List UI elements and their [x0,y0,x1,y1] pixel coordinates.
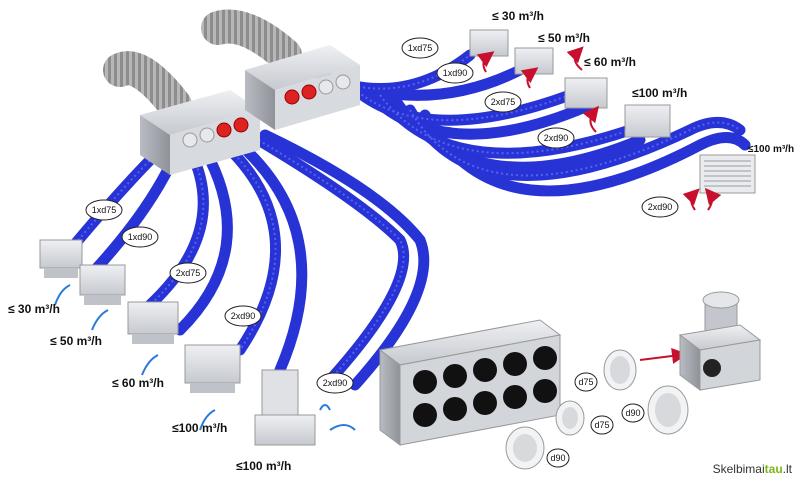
watermark-suffix: .lt [782,462,792,476]
watermark-prefix: Skelbimai [712,462,765,476]
plenum-box-spigot [678,291,762,391]
svg-text:d75: d75 [578,377,593,387]
outlet-plenum-30-left [39,239,83,278]
svg-text:1xd90: 1xd90 [128,232,153,242]
flex-duct-top [201,9,302,72]
badge-2xd90-right: 2xd90 [641,196,679,218]
outlet-plenum-60-left [127,301,179,344]
hose-bundle-top-highlight [319,54,741,177]
outlet-plenum-100-left [184,344,241,393]
badge-d75-a: d75 [574,372,598,392]
badge-2xd90-left: 2xd90 [224,305,262,327]
hose-bundle-left [64,129,430,391]
flow-label-100-top: ≤100 m³/h [632,86,687,100]
flow-label-60-left: ≤ 60 m³/h [112,376,164,390]
flow-label-30-left: ≤ 30 m³/h [8,302,60,316]
wall-grille-right [699,154,756,194]
badge-d75-b: d75 [590,415,614,435]
flow-label-100-right: ≤100 m³/h [748,144,794,155]
svg-text:d90: d90 [550,453,565,463]
svg-text:1xd90: 1xd90 [443,68,468,78]
manifold-box [378,319,562,446]
svg-text:1xd75: 1xd75 [92,205,117,215]
watermark: Skelbimaitau.lt [713,462,792,476]
svg-text:2xd90: 2xd90 [323,378,348,388]
svg-text:2xd90: 2xd90 [648,202,673,212]
svg-text:1xd75: 1xd75 [408,43,433,53]
manifold-ports [413,346,557,427]
badge-1xd75-left: 1xd75 [85,199,123,221]
outlet-plenum-100-top [624,104,671,138]
collar-d90-b [505,426,545,470]
flow-label-100-bottom: ≤100 m³/h [236,459,291,473]
badge-2xd90-bottom: 2xd90 [316,372,354,394]
flow-label-60-top: ≤ 60 m³/h [584,55,636,69]
distribution-box-left [140,90,260,175]
badge-d90-a: d90 [621,403,645,423]
outlet-plenum-30-top [469,29,509,57]
badge-2xd75-left: 2xd75 [169,262,207,284]
svg-text:2xd75: 2xd75 [176,268,201,278]
svg-text:2xd90: 2xd90 [544,133,569,143]
outlet-plenum-50-top [514,47,554,75]
outlet-plenum-50-left [79,264,126,305]
flow-label-50-left: ≤ 50 m³/h [50,334,102,348]
supply-arrows [54,284,356,431]
outlet-plenum-100-bottom [254,369,316,446]
collar-d90-a [647,385,689,435]
watermark-highlight: tau [764,462,783,476]
part-badges: d75 d75 d90 d90 [546,372,645,468]
badge-d90-b: d90 [546,448,570,468]
flow-label-100-left: ≤100 m³/h [172,421,227,435]
badge-1xd90-top: 1xd90 [436,62,474,84]
badge-1xd90-left: 1xd90 [121,226,159,248]
badge-2xd90-top: 2xd90 [537,127,575,149]
svg-text:2xd90: 2xd90 [231,311,256,321]
svg-text:d90: d90 [625,408,640,418]
svg-text:2xd75: 2xd75 [491,97,516,107]
hose-badges: 1xd75 1xd90 2xd75 2xd90 2xd90 1xd75 1xd9… [85,37,679,394]
distribution-box-top [245,45,360,130]
badge-2xd75-top: 2xd75 [484,91,522,113]
flow-labels: ≤ 30 m³/h ≤ 50 m³/h ≤ 60 m³/h ≤100 m³/h … [8,9,794,473]
flex-duct-left [103,51,192,122]
svg-text:d75: d75 [594,420,609,430]
collar-d75-b [555,400,585,436]
flow-label-50-top: ≤ 50 m³/h [538,31,590,45]
hose-bundle-left-highlight [69,134,405,381]
outlet-plenum-60-top [564,77,608,109]
badge-1xd75-top: 1xd75 [401,37,439,59]
collar-d75-a [603,349,637,391]
hose-bundle-top [314,49,751,197]
flow-label-30-top: ≤ 30 m³/h [492,9,544,23]
